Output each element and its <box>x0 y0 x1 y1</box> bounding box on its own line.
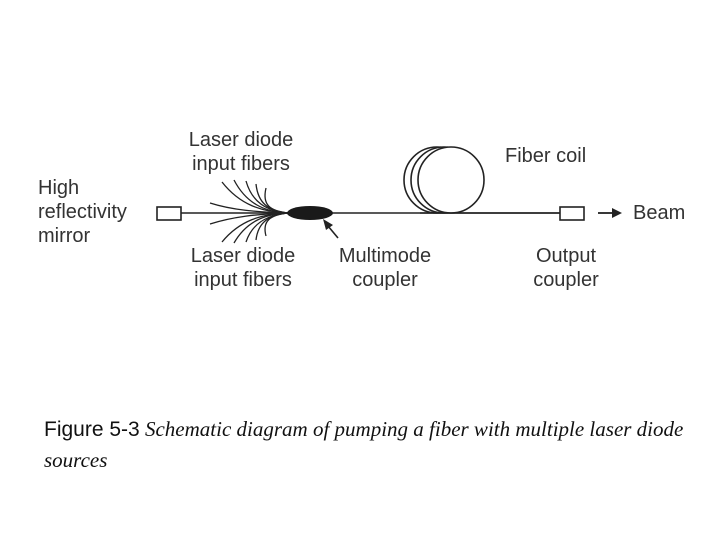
fiber-laser-schematic <box>156 146 622 244</box>
coupler-pointer <box>327 225 339 239</box>
fiber-coil-label: Fiber coil <box>505 145 587 167</box>
multimode-coupler <box>287 206 333 220</box>
output-coupler <box>559 206 585 221</box>
fiber-coil <box>403 146 485 214</box>
high-reflectivity-mirror <box>156 206 182 221</box>
output-coupler-label: Output coupler <box>533 245 599 291</box>
laser-diode-bottom-label: Laser diode input fibers <box>190 245 296 291</box>
laser-diode-fibers <box>209 179 289 244</box>
mirror-label: High reflectivity mirror <box>38 177 127 247</box>
coupler-pointer-head <box>323 219 333 230</box>
figure-caption: Figure 5-3 Schematic diagram of pumping … <box>44 414 694 476</box>
beam-arrow-head <box>612 208 622 218</box>
multimode-coupler-label: Multimode coupler <box>338 245 432 291</box>
figure-number: Figure 5-3 <box>44 418 140 441</box>
figure-description: Schematic diagram of pumping a fiber wit… <box>44 417 684 472</box>
laser-diode-top-label: Laser diode input fibers <box>188 129 294 175</box>
beam-label: Beam <box>633 202 686 224</box>
